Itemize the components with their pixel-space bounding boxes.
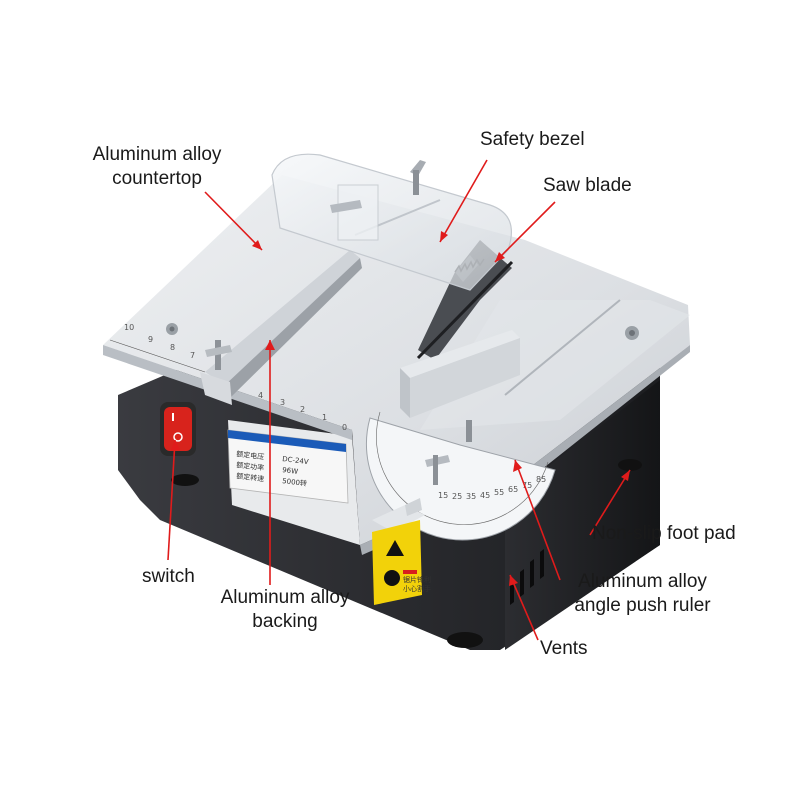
annotation-lines bbox=[167, 159, 631, 641]
label-countertop: Aluminum alloy countertop bbox=[72, 143, 242, 191]
label-countertop-line1: Aluminum alloy bbox=[92, 144, 222, 165]
front-ruler-tick: 3 bbox=[280, 398, 285, 407]
label-backing-line1: Aluminum alloy bbox=[220, 587, 350, 608]
nameplate-row-2-label: 额定功率 bbox=[236, 460, 265, 472]
label-backing: Aluminum alloy backing bbox=[200, 586, 370, 634]
warning-sticker: 锯片锋利 小心割手 bbox=[372, 520, 431, 605]
label-countertop-line2: countertop bbox=[112, 168, 202, 189]
warning-text-1: 锯片锋利 bbox=[403, 575, 431, 584]
front-ruler: 4 3 2 1 0 bbox=[258, 391, 347, 432]
safety-bezel bbox=[271, 153, 512, 291]
label-switch: switch bbox=[142, 566, 195, 587]
side-ruler-tick: 9 bbox=[148, 335, 153, 344]
power-switch[interactable] bbox=[160, 402, 196, 456]
rip-fence: 4 3 2 1 0 bbox=[200, 250, 362, 432]
label-backing-line2: backing bbox=[252, 611, 318, 632]
warning-text-2: 小心割手 bbox=[403, 584, 431, 593]
warning-triangle-icon bbox=[386, 540, 404, 556]
side-ruler-tick: 10 bbox=[124, 323, 134, 332]
protractor-tick: 75 bbox=[522, 481, 532, 490]
nameplate-row-1-label: 额定电压 bbox=[236, 449, 265, 461]
nameplate-row-3-label: 额定转速 bbox=[236, 471, 265, 483]
nameplate-row-2-value: 96W bbox=[282, 466, 299, 476]
nameplate-row-1-value: DC-24V bbox=[282, 455, 309, 466]
protractor-tick: 55 bbox=[494, 488, 504, 497]
label-push-ruler-line1: Aluminum alloy bbox=[578, 571, 707, 592]
nameplate-row-3-value: 5000转 bbox=[282, 476, 308, 488]
protractor-tick: 35 bbox=[466, 492, 476, 501]
label-vents: Vents bbox=[540, 638, 588, 659]
protractor-tick: 25 bbox=[452, 492, 462, 501]
label-push-ruler-line2: angle push ruler bbox=[574, 595, 711, 616]
protractor-tick: 65 bbox=[508, 485, 518, 494]
label-safety-bezel: Safety bezel bbox=[480, 129, 585, 150]
front-ruler-tick: 4 bbox=[258, 391, 263, 400]
front-ruler-tick: 0 bbox=[342, 423, 347, 432]
side-ruler: 10 9 8 7 bbox=[109, 323, 206, 373]
angle-push-ruler bbox=[372, 330, 520, 532]
label-saw-blade: Saw blade bbox=[543, 175, 632, 196]
protractor-tick: 85 bbox=[536, 475, 546, 484]
side-ruler-tick: 8 bbox=[170, 343, 175, 352]
nameplate: 额定电压 DC-24V 额定功率 96W 额定转速 5000转 bbox=[227, 429, 349, 504]
front-ruler-tick: 1 bbox=[322, 413, 327, 422]
label-foot-pad: Non-slip foot pad bbox=[592, 523, 736, 544]
label-push-ruler: Aluminum alloy angle push ruler bbox=[555, 570, 730, 618]
protractor-tick: 15 bbox=[438, 491, 448, 500]
side-ruler-tick: 7 bbox=[190, 351, 195, 360]
protractor-tick: 45 bbox=[480, 491, 490, 500]
foot-pad bbox=[618, 459, 642, 471]
front-ruler-tick: 2 bbox=[300, 405, 305, 414]
